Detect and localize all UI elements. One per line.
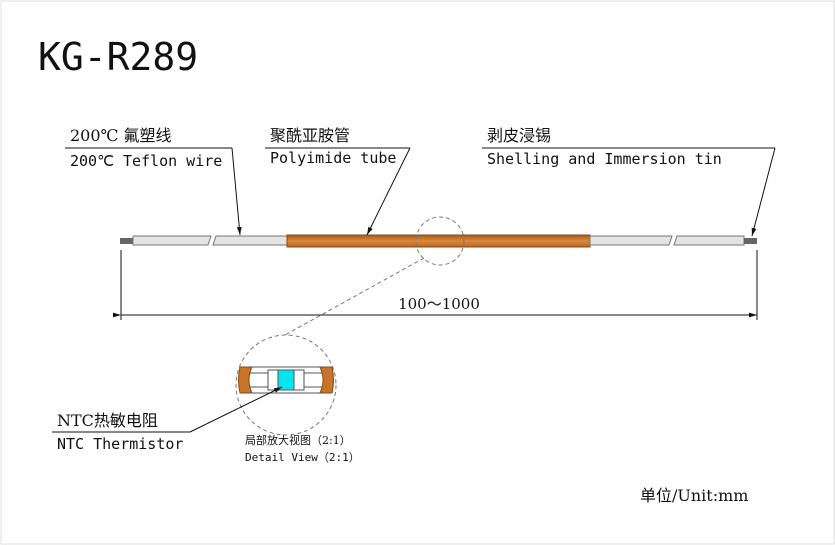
- tinned-end-right: [744, 238, 757, 244]
- polyimide-leader: [366, 147, 411, 236]
- teflon-wire-left-b: [212, 235, 288, 246]
- unit-label: 单位/Unit:mm: [640, 486, 748, 505]
- tin-label-cn: 剥皮浸锡: [487, 126, 551, 145]
- detail-view: [235, 334, 337, 436]
- teflon-leader: [231, 147, 242, 236]
- teflon-wire-right-b: [673, 235, 745, 246]
- polyimide-tube: [286, 234, 591, 248]
- dimension-line: [113, 250, 758, 320]
- ntc-label-en: NTC Thermistor: [57, 435, 183, 453]
- detail-connector-line: [284, 257, 425, 336]
- detail-view-label-en: Detail View（2:1）: [245, 451, 360, 464]
- teflon-label-cn: 200℃ 氟塑线: [70, 126, 172, 145]
- part-number-title: KG-R289: [38, 35, 198, 79]
- polyimide-label-en: Polyimide tube: [270, 149, 396, 167]
- detail-view-label-cn: 局部放大视图（2:1）: [245, 433, 351, 447]
- tin-leader: [751, 147, 776, 237]
- teflon-wire-right-a: [589, 235, 673, 246]
- detail-marker-circle: [415, 216, 465, 266]
- length-dimension: 100～1000: [398, 295, 480, 313]
- ntc-thermistor-chip: [277, 369, 295, 391]
- tinned-end-left: [120, 238, 133, 244]
- tin-label-en: Shelling and Immersion tin: [487, 150, 722, 168]
- teflon-wire-left-a: [132, 235, 212, 246]
- polyimide-label-cn: 聚酰亚胺管: [270, 126, 350, 145]
- teflon-label-en: 200℃ Teflon wire: [70, 152, 222, 170]
- cable: [120, 234, 757, 248]
- ntc-label-cn: NTC热敏电阻: [57, 411, 158, 430]
- ntc-leader: [189, 386, 283, 433]
